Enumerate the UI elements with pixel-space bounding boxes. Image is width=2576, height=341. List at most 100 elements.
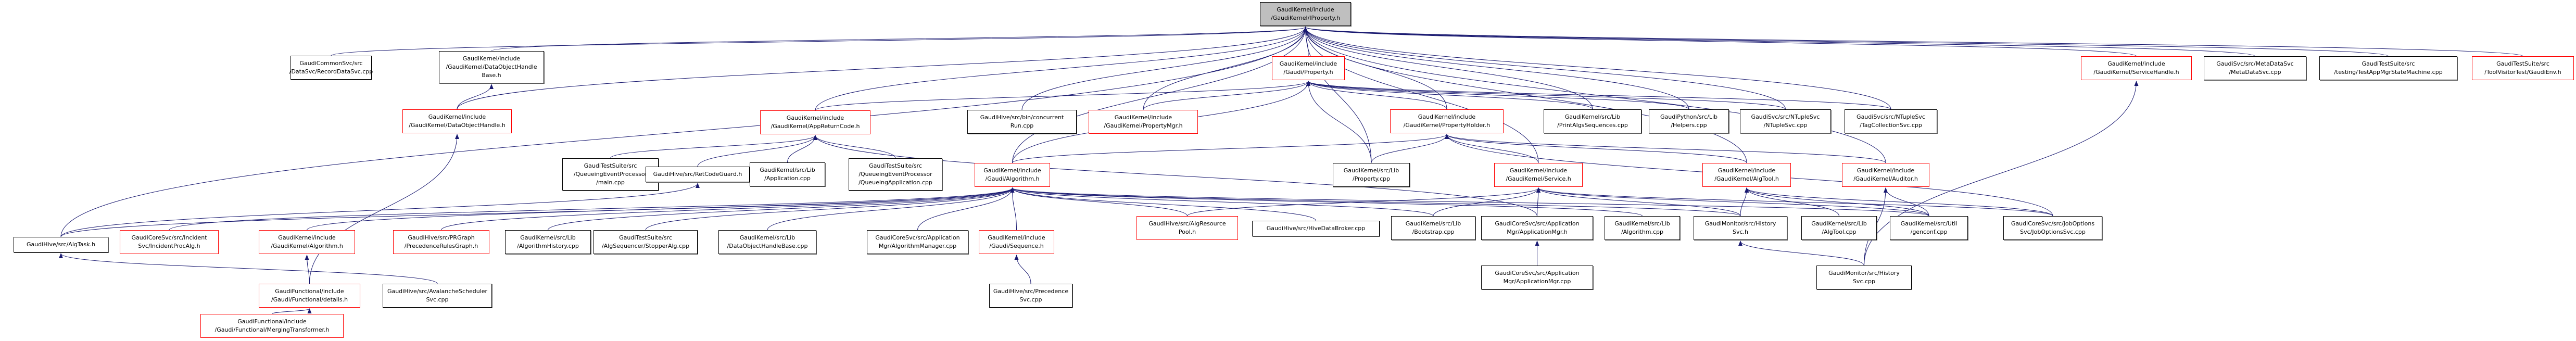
edge-stopperalg-to-gaudialgorithm (645, 187, 1015, 231)
graph-node-hivedatabroker[interactable]: GaudiHive/src/HiveDataBroker.cpp (1252, 221, 1380, 236)
graph-node-sequence[interactable]: GaudiKernel/include /Gaudi/Sequence.h (979, 230, 1054, 254)
graph-node-helpers[interactable]: GaudiPython/src/Lib /Helpers.cpp (1649, 109, 1729, 133)
edge-service-to-root (1303, 27, 1539, 163)
edge-gaudialgorithm-to-root (1012, 27, 1308, 163)
edge-historysvch-to-service (1536, 187, 1741, 217)
edge-functionaldetails-to-doh (309, 134, 459, 284)
edge-auditor-to-propertyholder (1445, 134, 1886, 163)
graph-node-incidentprocalg[interactable]: GaudiCoreSvc/src/Incident Svc/IncidentPr… (120, 230, 219, 254)
graph-node-service[interactable]: GaudiKernel/include /GaudiKernel/Service… (1494, 163, 1583, 187)
edge-algtoolh-to-root (1303, 27, 1747, 163)
edge-gaudialgorithm-to-propertyholder (1012, 134, 1449, 163)
graph-node-precedencesvc[interactable]: GaudiHive/src/Precedence Svc.cpp (989, 284, 1072, 308)
edge-algorithmcpp-to-gaudialgorithm (1010, 187, 1643, 217)
graph-node-bootstrap[interactable]: GaudiKernel/src/Lib /Bootstrap.cpp (1391, 216, 1475, 240)
graph-node-gaudialgorithm[interactable]: GaudiKernel/include /Gaudi/Algorithm.h (975, 163, 1050, 187)
edge-tagcollection-to-gaudiproperty (1306, 81, 1891, 110)
graph-node-libproperty[interactable]: GaudiKernel/src/Lib /Property.cpp (1333, 163, 1410, 187)
graph-node-qepapp[interactable]: GaudiTestSuite/src /QueueingEventProcess… (849, 158, 942, 191)
graph-node-appmgrcpp[interactable]: GaudiCoreSvc/src/Application Mgr/Applica… (1481, 266, 1593, 289)
edge-propertyholder-to-gaudiproperty (1306, 81, 1447, 110)
edge-genconf-to-algtoolh (1745, 187, 1929, 217)
graph-node-mergingtransformer[interactable]: GaudiFunctional/include /Gaudi/Functiona… (200, 314, 344, 338)
graph-node-dohbase[interactable]: GaudiKernel/include /GaudiKernel/DataObj… (439, 51, 544, 83)
edge-algtask-to-gaudialgorithm (60, 187, 1015, 237)
graph-node-algorithmcpp[interactable]: GaudiKernel/src/Lib /Algorithm.cpp (1605, 216, 1680, 240)
edge-metadatasvc-to-root (1304, 27, 2255, 57)
graph-node-algtask[interactable]: GaudiHive/src/AlgTask.h (14, 237, 108, 252)
graph-node-algmanager[interactable]: GaudiCoreSvc/src/Application Mgr/Algorit… (867, 230, 968, 254)
edge-ntuplesvc-to-root (1303, 27, 1786, 110)
edge-helpers-to-root (1303, 27, 1689, 110)
edge-genconf-to-gaudialgorithm (1011, 187, 1929, 217)
edge-appmgrh-to-service (1536, 187, 1540, 217)
graph-node-appreturncode[interactable]: GaudiKernel/include /GaudiKernel/AppRetu… (760, 110, 870, 134)
edge-alghistory-to-gaudialgorithm (548, 187, 1015, 231)
edge-precedencesvc-to-sequence (1014, 255, 1031, 284)
graph-node-gaudiproperty[interactable]: GaudiKernel/include /Gaudi/Property.h (1272, 56, 1345, 80)
graph-node-joboptions[interactable]: GaudiCoreSvc/src/JobOptions Svc/JobOptio… (2003, 216, 2102, 240)
edge-avalanche-to-algtask (59, 253, 438, 284)
graph-node-propertymgr[interactable]: GaudiKernel/include /GaudiKernel/Propert… (1089, 110, 1198, 134)
graph-node-testappmgr[interactable]: GaudiTestSuite/src /testing/TestAppMgrSt… (2319, 56, 2457, 80)
edge-appreturncode-to-root (815, 27, 1308, 111)
edge-service-to-propertyholder (1445, 134, 1539, 163)
graph-node-propertyholder[interactable]: GaudiKernel/include /GaudiKernel/Propert… (1390, 109, 1504, 133)
edge-historysvccpp-to-historysvch (1738, 241, 1864, 266)
graph-node-ntuplesvc[interactable]: GaudiSvc/src/NTupleSvc /NTupleSvc.cpp (1740, 109, 1831, 133)
graph-node-alghistory[interactable]: GaudiKernel/src/Lib /AlgorithmHistory.cp… (505, 230, 591, 254)
graph-node-historysvch[interactable]: GaudiMonitor/src/History Svc.h (1694, 216, 1787, 240)
edge-application-to-appreturncode (787, 135, 817, 163)
graph-node-gaudienv[interactable]: GaudiTestSuite/src /ToolVisitorTest/Gaud… (2472, 56, 2574, 80)
graph-node-dohbasecpp[interactable]: GaudiKernel/src/Lib /DataObjectHandleBas… (718, 230, 816, 254)
edge-libproperty-to-gaudiproperty (1306, 81, 1372, 163)
edge-algresourcepool-to-gaudialgorithm (1010, 187, 1188, 217)
graph-node-gkalgorithm[interactable]: GaudiKernel/include /GaudiKernel/Algorit… (259, 230, 355, 254)
edge-tagcollection-to-root (1303, 27, 1891, 110)
edge-printalgs-to-root (1303, 27, 1593, 110)
edge-historysvch-to-algtoolh (1740, 187, 1749, 217)
graph-node-doh[interactable]: GaudiKernel/include /GaudiKernel/DataObj… (402, 109, 512, 133)
graph-node-tagcollection[interactable]: GaudiSvc/src/NTupleSvc /TagCollectionSvc… (1845, 109, 1937, 133)
edge-dohbasecpp-to-gaudialgorithm (767, 187, 1015, 231)
graph-node-algresourcepool[interactable]: GaudiHive/src/AlgResource Pool.h (1137, 216, 1238, 240)
graph-node-qepmain[interactable]: GaudiTestSuite/src /QueueingEventProcess… (562, 158, 659, 191)
graph-node-retcodeguard[interactable]: GaudiHive/src/RetCodeGuard.h (646, 167, 750, 182)
graph-node-appmgrh[interactable]: GaudiCoreSvc/src/Application Mgr/Applica… (1481, 216, 1593, 240)
edge-sequence-to-gaudialgorithm (1010, 187, 1017, 231)
graph-node-algtoolcpp[interactable]: GaudiKernel/src/Lib /AlgTool.cpp (1801, 216, 1877, 240)
edge-recorddatasvc-to-root (331, 27, 1307, 56)
edge-historysvccpp-to-servicehandle (1864, 81, 2139, 266)
graph-node-stopperalg[interactable]: GaudiTestSuite/src /AlgSequencer/Stopper… (594, 230, 698, 254)
edge-algtoolh-to-propertyholder (1445, 134, 1747, 163)
graph-node-auditor[interactable]: GaudiKernel/include /GaudiKernel/Auditor… (1842, 163, 1929, 187)
graph-node-algtoolh[interactable]: GaudiKernel/include /GaudiKernel/AlgTool… (1702, 163, 1791, 187)
graph-node-servicehandle[interactable]: GaudiKernel/include /GaudiKernel/Service… (2081, 56, 2192, 80)
edge-doh-to-root (457, 27, 1308, 110)
edge-mergingtransformer-to-functionaldetails (272, 308, 312, 314)
graph-node-genconf[interactable]: GaudiKernel/src/Util /genconf.cpp (1890, 216, 1968, 240)
graph-node-printalgs[interactable]: GaudiKernel/src/Lib /PrintAlgsSequences.… (1544, 109, 1641, 133)
edge-algtask-to-retcodeguard (60, 183, 700, 237)
graph-node-concurrentrun[interactable]: GaudiHive/src/bin/concurrent Run.cpp (967, 110, 1077, 134)
edge-libproperty-to-propertyholder (1371, 134, 1449, 163)
edge-joboptions-to-algtoolh (1745, 187, 2053, 217)
graph-node-recorddatasvc[interactable]: GaudiCommonSvc/src /DataSvc/RecordDataSv… (289, 56, 373, 80)
edge-retcodeguard-to-appreturncode (697, 135, 817, 167)
edge-qepmain-to-appreturncode (610, 135, 817, 159)
edge-appreturncode-to-gaudiproperty (815, 81, 1310, 111)
graph-node-metadatasvc[interactable]: GaudiSvc/src/MetaDataSvc /MetaDataSvc.cp… (2204, 56, 2306, 80)
edge-incidentprocalg-to-gaudialgorithm (169, 187, 1015, 231)
graph-node-application[interactable]: GaudiKernel/src/Lib /Application.cpp (750, 162, 825, 186)
graph-node-avalanche[interactable]: GaudiHive/src/AvalancheScheduler Svc.cpp (383, 284, 492, 308)
graph-node-functionaldetails[interactable]: GaudiFunctional/include /Gaudi/Functiona… (259, 284, 360, 308)
graph-node-root[interactable]: GaudiKernel/include /GaudiKernel/IProper… (1260, 2, 1351, 26)
graph-node-prgraph[interactable]: GaudiHive/src/PRGraph /PrecedenceRulesGr… (393, 230, 489, 254)
edge-historysvch-to-gaudialgorithm (1010, 187, 1741, 217)
edge-functionaldetails-to-gkalgorithm (305, 255, 310, 284)
graph-node-historysvccpp[interactable]: GaudiMonitor/src/History Svc.cpp (1816, 266, 1912, 289)
edge-helpers-to-gaudiproperty (1306, 81, 1689, 110)
edge-hivedatabroker-to-gaudialgorithm (1010, 187, 1316, 221)
